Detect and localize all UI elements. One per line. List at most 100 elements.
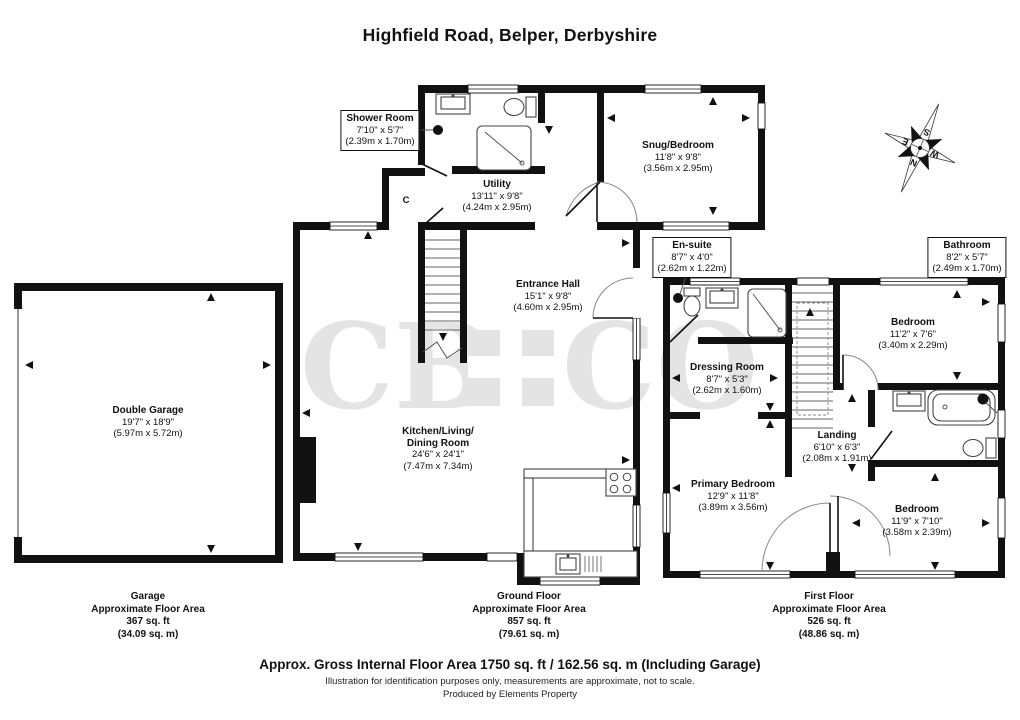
disclaimer-text: Illustration for identification purposes… <box>325 676 695 687</box>
room-name-line2: Dining Room <box>406 437 470 449</box>
room-dim-imperial: 8'2" x 5'7" <box>946 251 988 263</box>
floor-name: First Floor <box>804 591 854 602</box>
room-dim-imperial: 8'7" x 4'0" <box>671 251 713 263</box>
room-dim-imperial: 11'9" x 7'10" <box>891 515 943 527</box>
produced-by-text: Produced by Elements Property <box>442 689 578 700</box>
floor-area-sqm: (48.86 sq. m) <box>798 628 860 640</box>
ground-floor-doors <box>421 163 638 319</box>
room-label-bedroom-rear: Bedroom 11'9" x 7'10" (3.58m x 2.39m) <box>882 504 951 539</box>
floor-area-sqft: 526 sq. ft <box>807 616 851 627</box>
floor-area-sqm: (34.09 sq. m) <box>117 628 179 640</box>
compass-north-label: N <box>909 157 919 169</box>
compass-south-label: S <box>922 127 931 139</box>
front-door-opening <box>633 268 640 318</box>
watermark: CB CO <box>300 297 759 436</box>
room-name: Snug/Bedroom <box>642 140 714 151</box>
shower-room-fixtures <box>421 93 537 171</box>
room-name: En-suite <box>672 240 712 251</box>
closet-label: C <box>402 195 410 206</box>
room-dim-metric: (4.60m x 2.95m) <box>513 302 583 313</box>
room-label-shower-room: Shower Room 7'10" x 5'7" (2.39m x 1.70m) <box>340 110 420 151</box>
room-dim-metric: (2.62m x 1.22m) <box>657 263 727 274</box>
room-dim-imperial: 6'10" x 6'3" <box>813 441 861 453</box>
measurement-arrows <box>302 97 750 551</box>
room-label-bedroom-front: Bedroom 11'2" x 7'6" (3.40m x 2.29m) <box>878 317 947 352</box>
room-label-primary-bedroom: Primary Bedroom 12'9" x 11'8" (3.89m x 3… <box>691 479 775 514</box>
room-dim-metric: (2.39m x 1.70m) <box>345 136 415 147</box>
room-dim-metric: (5.97m x 5.72m) <box>113 428 183 439</box>
first-floor-area: First Floor Approximate Floor Area 526 s… <box>772 591 886 641</box>
garage-plan <box>14 283 283 563</box>
floor-area-sqft: 367 sq. ft <box>126 616 170 627</box>
room-name: Bedroom <box>895 504 939 515</box>
en-suite-fixtures <box>673 272 787 338</box>
label-connector-dot <box>977 393 989 405</box>
ground-floor-area: Ground Floor Approximate Floor Area 857 … <box>472 591 586 641</box>
room-dim-imperial: 11'8" x 9'8" <box>654 151 702 163</box>
room-label-snug-bedroom: Snug/Bedroom 11'8" x 9'8" (3.56m x 2.95m… <box>642 140 714 175</box>
room-dim-imperial: 24'6" x 24'1" <box>411 449 465 460</box>
room-label-utility: Utility 13'11" x 9'8" (4.24m x 2.95m) <box>462 179 531 214</box>
kitchen-fixtures <box>523 468 638 578</box>
room-dim-imperial: 15'1" x 9'8" <box>524 290 572 302</box>
room-dim-metric: (3.89m x 3.56m) <box>698 502 768 513</box>
first-floor-plan <box>662 272 1006 579</box>
room-label-entrance-hall: Entrance Hall 15'1" x 9'8" (4.60m x 2.95… <box>513 279 582 314</box>
room-label-dressing-room: Dressing Room 8'7" x 5'3" (2.62m x 1.60m… <box>690 362 764 397</box>
room-dim-metric: (7.47m x 7.34m) <box>403 460 473 472</box>
room-dim-metric: (2.08m x 1.91m) <box>802 453 872 464</box>
garage-floor-area: Garage Approximate Floor Area 367 sq. ft… <box>91 591 205 641</box>
room-dim-imperial: 11'2" x 7'6" <box>889 328 937 340</box>
room-name: Primary Bedroom <box>691 479 775 490</box>
floor-area-sqm: (79.61 sq. m) <box>498 628 560 640</box>
first-floor-doors <box>669 314 893 572</box>
room-label-landing: Landing 6'10" x 6'3" (2.08m x 1.91m) <box>802 430 871 465</box>
measurement-arrows <box>25 293 271 553</box>
compass-rose-icon: N E S W <box>884 103 956 193</box>
room-dim-metric: (3.58m x 2.39m) <box>882 527 952 538</box>
toilet-icon <box>683 287 701 297</box>
room-dim-metric: (3.56m x 2.95m) <box>643 163 713 174</box>
room-name-line1: Kitchen/Living/ <box>402 426 474 437</box>
floor-name: Garage <box>130 591 166 602</box>
hob-icon <box>605 468 637 497</box>
room-label-kitchen-living-dining: Kitchen/Living/ Dining Room 24'6" x 24'1… <box>402 426 474 472</box>
gross-area-text: Approx. Gross Internal Floor Area 1750 s… <box>259 657 761 672</box>
room-dim-imperial: 12'9" x 11'8" <box>707 490 759 502</box>
room-dim-imperial: 7'10" x 5'7" <box>356 124 404 136</box>
counter <box>523 468 609 479</box>
floor-area-label: Approximate Floor Area <box>472 603 586 615</box>
floor-name: Ground Floor <box>497 591 561 602</box>
measurement-arrows <box>672 290 990 570</box>
label-connector-dot <box>673 293 683 303</box>
room-dim-imperial: 19'7" x 18'9" <box>121 416 175 428</box>
compass-east-label: E <box>901 136 910 148</box>
room-dim-imperial: 8'7" x 5'3" <box>706 373 748 385</box>
room-label-double-garage: Double Garage 19'7" x 18'9" (5.97m x 5.7… <box>112 405 183 440</box>
bathroom-fixtures <box>892 389 998 459</box>
watermark-right-text: CO <box>562 297 759 436</box>
room-label-bathroom: Bathroom 8'2" x 5'7" (2.49m x 1.70m) <box>927 237 1007 278</box>
room-dim-metric: (2.62m x 1.60m) <box>692 385 762 396</box>
label-connector-dot <box>433 125 443 135</box>
room-name: Entrance Hall <box>516 279 580 290</box>
staircase-ground <box>418 230 467 363</box>
room-name: Landing <box>817 430 857 441</box>
toilet-icon <box>985 437 997 459</box>
room-name: Bedroom <box>891 317 935 328</box>
floor-area-label: Approximate Floor Area <box>772 603 886 615</box>
room-name: Double Garage <box>112 405 184 416</box>
room-name: Shower Room <box>346 113 414 124</box>
chimney-breast <box>300 437 316 503</box>
room-dim-metric: (2.49m x 1.70m) <box>932 263 1002 274</box>
room-name: Dressing Room <box>690 362 764 373</box>
room-dim-metric: (3.40m x 2.29m) <box>878 340 948 351</box>
page-title: Highfield Road, Belper, Derbyshire <box>362 25 658 45</box>
floor-area-sqft: 857 sq. ft <box>507 616 551 627</box>
staircase-first <box>792 292 833 429</box>
room-dim-metric: (4.24m x 2.95m) <box>462 202 532 213</box>
ground-floor-plan <box>293 84 766 586</box>
toilet-icon <box>525 96 537 118</box>
room-name: Bathroom <box>943 240 991 251</box>
